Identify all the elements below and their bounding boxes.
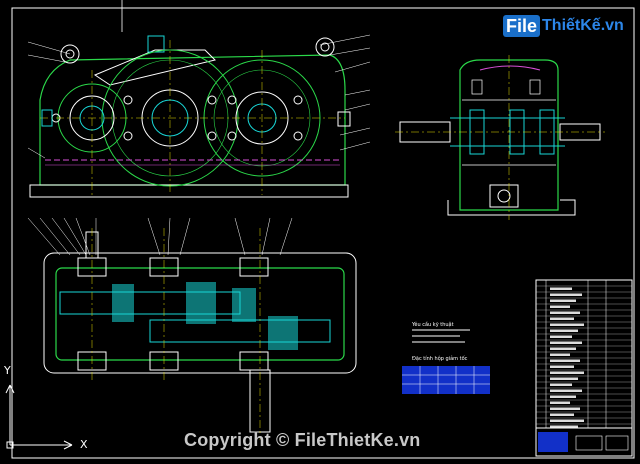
parts-list-table — [535, 279, 633, 457]
tech-notes-lines — [412, 329, 470, 343]
parts-row-text — [550, 287, 572, 290]
copyright-watermark: Copyright © FileThietKe.vn — [184, 430, 421, 450]
plan-section-view — [27, 217, 357, 440]
parts-row-text — [550, 383, 572, 386]
parts-row-text — [550, 317, 574, 320]
parts-row-text — [550, 353, 570, 356]
parts-row-text — [550, 425, 578, 428]
characteristics-table — [402, 366, 490, 394]
parts-row-text — [550, 293, 582, 296]
parts-row-text — [550, 299, 576, 302]
x-axis-label: X — [80, 438, 88, 451]
parts-row-text — [550, 407, 580, 410]
parts-row-text — [550, 365, 574, 368]
parts-row-text — [550, 395, 576, 398]
parts-row-text — [550, 335, 572, 338]
parts-row-text — [550, 347, 576, 350]
parts-row-text — [550, 419, 584, 422]
parts-row-text — [550, 371, 584, 374]
logo-suffix: ThiếtKế.vn — [542, 17, 624, 34]
drawing-frame — [11, 7, 635, 459]
parts-row-text — [550, 401, 570, 404]
parts-row-text — [550, 359, 580, 362]
parts-row-text — [550, 413, 574, 416]
logo-prefix: File — [503, 15, 541, 37]
parts-row-text — [550, 323, 584, 326]
parts-row-text — [550, 389, 582, 392]
y-axis-label: Y — [4, 364, 11, 377]
tech-requirements-label: Yêu cầu kỹ thuật — [412, 322, 454, 328]
front-view — [27, 34, 371, 198]
parts-row-text — [550, 341, 582, 344]
parts-row-text — [550, 377, 578, 380]
filethietke-logo: File ThiếtKế.vn — [503, 15, 624, 37]
characteristics-label: Đặc tính hộp giảm tốc — [412, 356, 468, 362]
side-view — [395, 55, 605, 220]
parts-row-text — [550, 311, 580, 314]
parts-row-text — [550, 305, 570, 308]
ucs-axes-icon — [5, 384, 73, 450]
parts-row-text — [550, 329, 578, 332]
